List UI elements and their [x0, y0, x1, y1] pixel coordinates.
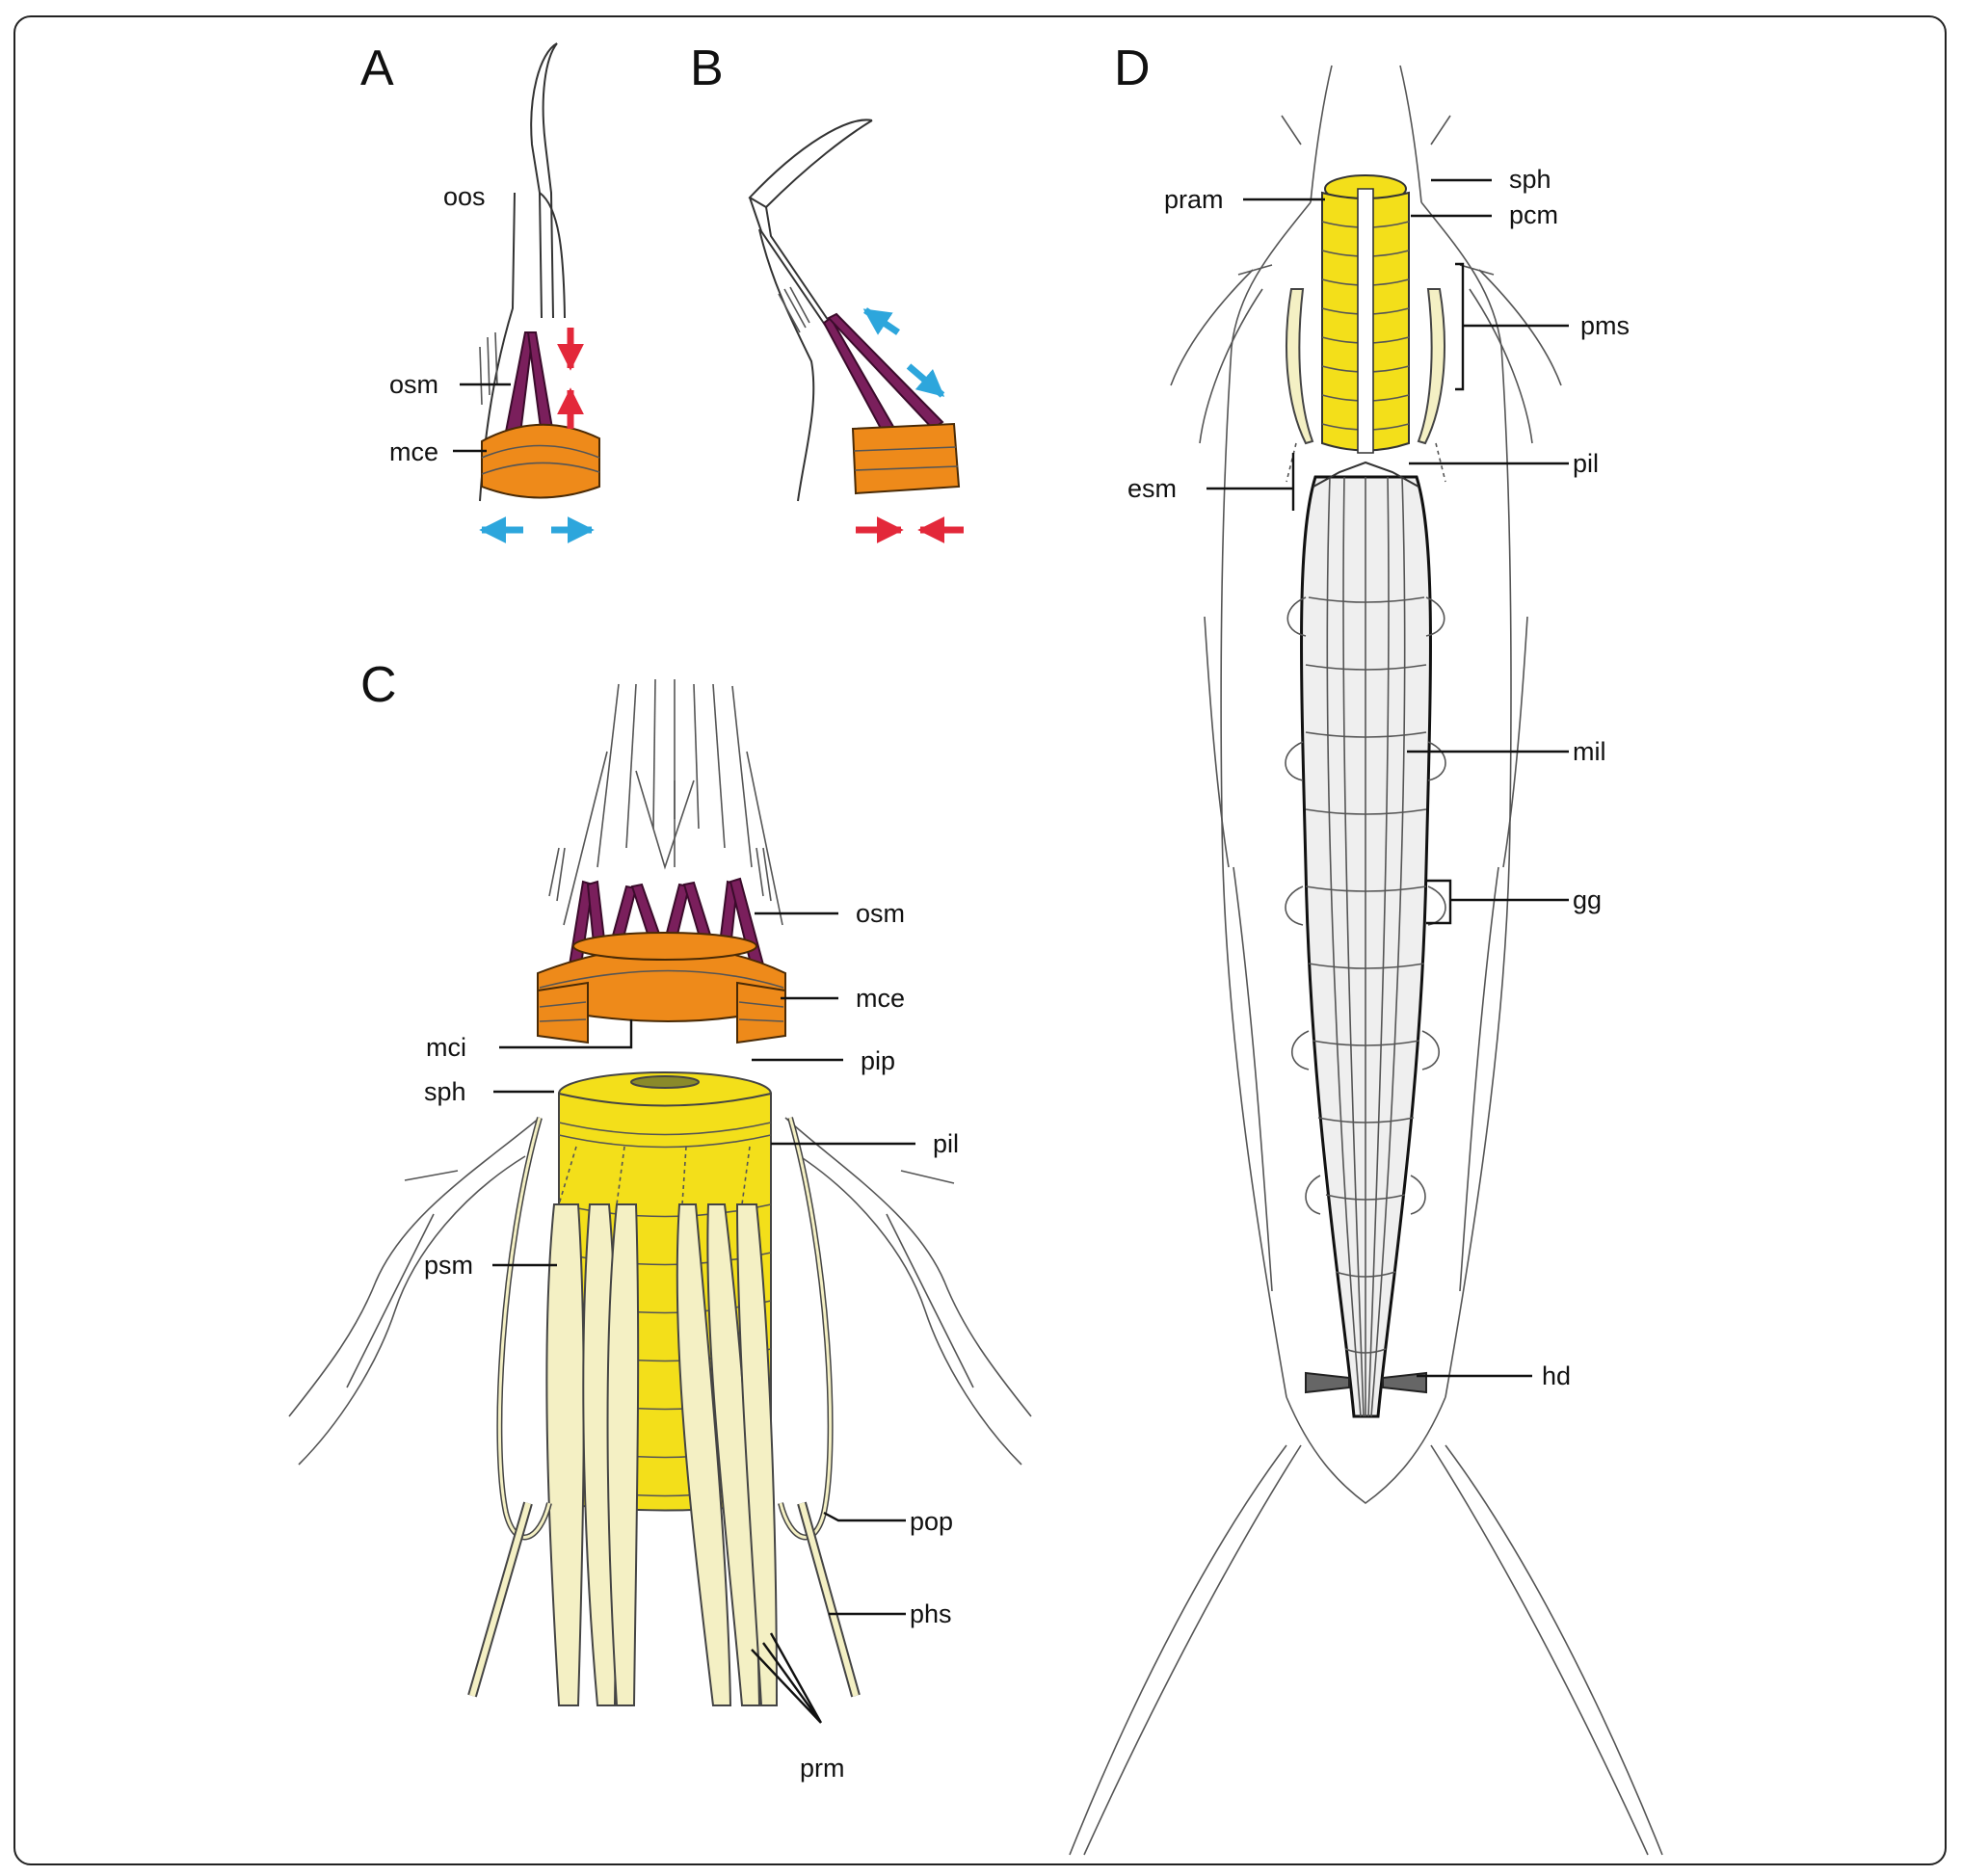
panel-letter-b: B [690, 40, 724, 96]
label-phs: phs [910, 1599, 952, 1628]
d-gut-gland-loops [1285, 596, 1446, 1215]
figure-frame [13, 15, 1947, 1865]
label-sph-d: sph [1509, 165, 1551, 194]
label-mce-c: mce [856, 984, 905, 1013]
label-pop: pop [910, 1507, 953, 1536]
label-prm: prm [800, 1754, 845, 1783]
c-stylet-cone [548, 678, 783, 926]
panel-letter-d: D [1114, 40, 1151, 96]
panel-d: D [1069, 40, 1663, 1856]
panel-c: C [288, 657, 1032, 1783]
label-pcm: pcm [1509, 200, 1558, 229]
label-pms: pms [1580, 311, 1630, 340]
d-body-outline [1069, 65, 1663, 1856]
panel-letter-c: C [360, 657, 397, 713]
label-gg: gg [1573, 885, 1602, 914]
panel-b: B [690, 40, 964, 543]
d-pharynx [1286, 174, 1446, 483]
label-mce-a: mce [389, 437, 438, 466]
c-side-setae [288, 1117, 1032, 1466]
panel-letter-a: A [360, 40, 394, 96]
label-pip: pip [861, 1046, 895, 1075]
label-pram: pram [1164, 185, 1224, 214]
label-osm-c: osm [856, 899, 905, 928]
d-hd-structures [1305, 1371, 1427, 1394]
osm-muscle [504, 331, 555, 437]
label-mil: mil [1573, 737, 1606, 766]
mce-cuticle [481, 423, 600, 499]
c-psm-muscles [467, 1117, 861, 1706]
oral-stylet-outline-b [748, 119, 873, 502]
mce-cuticle-b [851, 422, 961, 495]
label-mci: mci [426, 1033, 466, 1062]
label-esm: esm [1127, 474, 1177, 503]
label-oos: oos [443, 182, 486, 211]
panel-a: A oos osm mce [360, 40, 600, 543]
label-pil-c: pil [933, 1129, 959, 1158]
label-pil-d: pil [1573, 449, 1599, 478]
c-mce-ring [537, 932, 786, 1044]
label-sph-c: sph [424, 1077, 466, 1106]
label-osm-a: osm [389, 370, 438, 399]
d-midgut [1300, 461, 1432, 1418]
label-hd: hd [1542, 1361, 1571, 1390]
b-blue-arrows [862, 307, 945, 398]
label-psm: psm [424, 1251, 473, 1280]
osm-muscle-b [822, 312, 944, 437]
